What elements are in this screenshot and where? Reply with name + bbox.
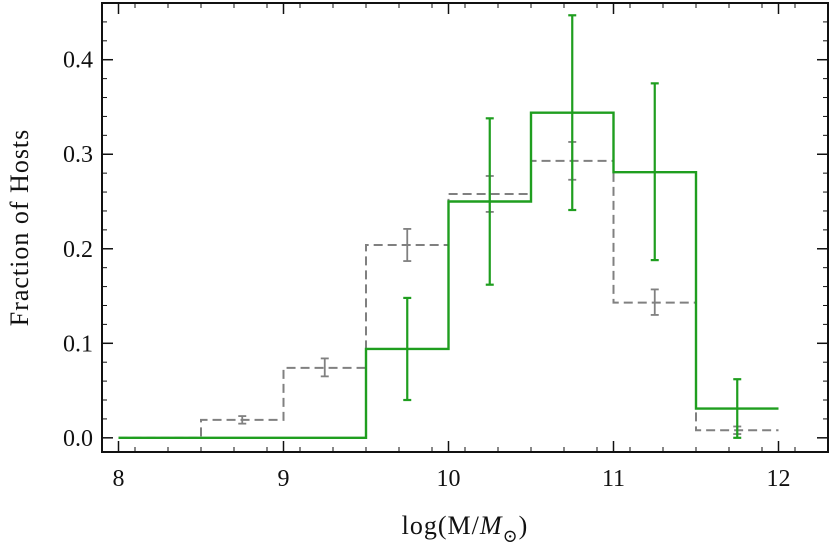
plot-frame	[101, 2, 829, 453]
x-axis-label: log(M/M⊙)	[402, 511, 529, 546]
y-tick-label: 0.4	[63, 48, 93, 74]
y-tick-label: 0.1	[63, 331, 93, 357]
y-axis-label: Fraction of Hosts	[5, 129, 34, 327]
y-tick-label: 0.2	[63, 237, 93, 263]
tick-labels: 8 9 10 11 12 0.0 0.1 0.2 0.3 0.4	[63, 48, 791, 492]
x-tick-label: 8	[113, 466, 125, 492]
x-tick-label: 12	[767, 466, 791, 492]
x-axis-label-subscript: ⊙	[503, 526, 519, 546]
y-tick-label: 0.0	[63, 426, 93, 452]
x-axis-label-main: log(M/	[402, 511, 480, 540]
series-layer	[118, 14, 779, 440]
x-axis-label-close: )	[519, 511, 529, 540]
x-tick-label: 10	[437, 466, 461, 492]
x-tick-label: 11	[602, 466, 625, 492]
x-axis-label-italic: M	[479, 511, 503, 540]
x-tick-label: 9	[278, 466, 290, 492]
y-tick-label: 0.3	[63, 142, 93, 168]
